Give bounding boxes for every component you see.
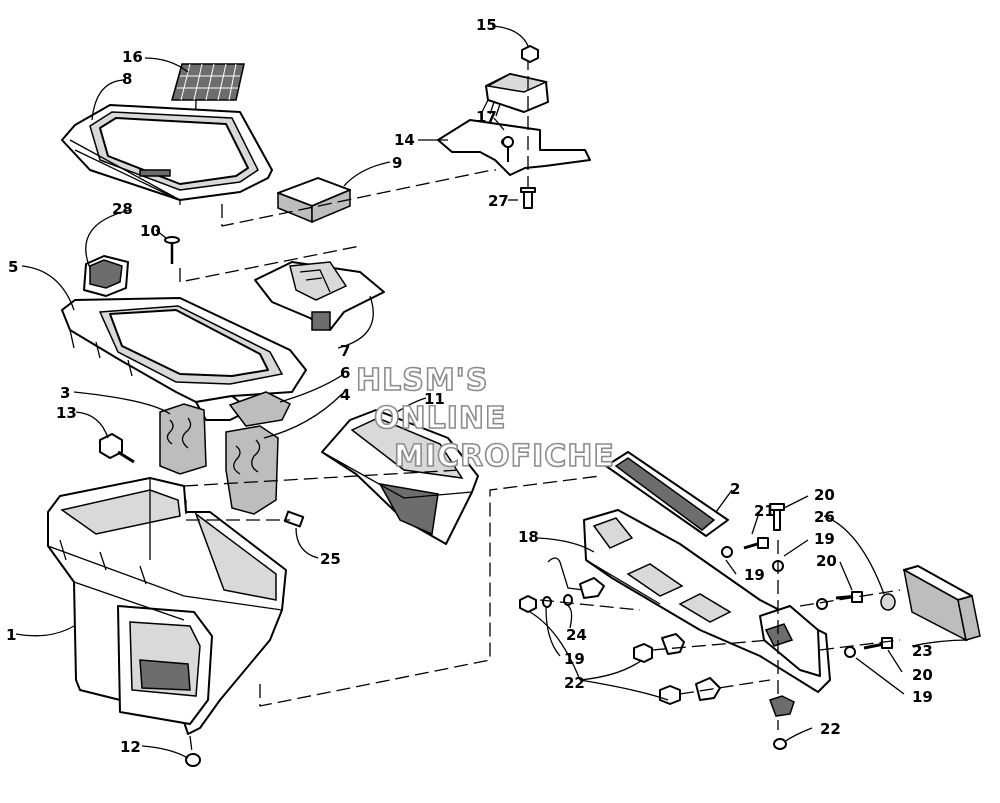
callout-22b: 22 bbox=[820, 720, 841, 738]
part-23-foam bbox=[902, 565, 981, 642]
part-12-drain bbox=[185, 735, 201, 767]
callout-17: 17 bbox=[476, 108, 497, 126]
part-15-nut bbox=[521, 45, 539, 63]
callout-10: 10 bbox=[140, 222, 161, 240]
callout-20b: 20 bbox=[816, 552, 837, 570]
part-13-bolt bbox=[99, 433, 135, 464]
part-10-screw bbox=[164, 236, 180, 264]
part-27-bolt bbox=[520, 187, 536, 209]
callout-15: 15 bbox=[476, 16, 497, 34]
leader-lines bbox=[15, 25, 969, 759]
callout-20a: 20 bbox=[814, 486, 835, 504]
callout-19b: 19 bbox=[744, 566, 765, 584]
part-22-knob bbox=[769, 695, 795, 750]
part-20-bolts bbox=[721, 503, 901, 730]
part-9-foam bbox=[277, 177, 351, 224]
callout-19d: 19 bbox=[912, 688, 933, 706]
callout-7: 7 bbox=[340, 342, 350, 360]
callout-8: 8 bbox=[122, 70, 132, 88]
callout-21: 21 bbox=[754, 502, 775, 520]
part-module bbox=[481, 56, 549, 190]
callout-19c: 19 bbox=[564, 650, 585, 668]
watermark-line-1: HLSM'S bbox=[356, 363, 488, 398]
callout-22a: 22 bbox=[564, 674, 585, 692]
callout-19a: 19 bbox=[814, 530, 835, 548]
part-18-adapter bbox=[583, 509, 831, 693]
callout-2: 2 bbox=[730, 480, 740, 498]
part-14-bracket bbox=[437, 119, 591, 176]
part-25-stud bbox=[283, 510, 305, 528]
callout-16: 16 bbox=[122, 48, 143, 66]
part-6-foam bbox=[228, 391, 292, 427]
assembly-lines bbox=[179, 169, 601, 707]
part-4-foam bbox=[225, 425, 279, 515]
part-7-housing bbox=[254, 261, 385, 331]
callout-18: 18 bbox=[518, 528, 539, 546]
callout-11: 11 bbox=[424, 390, 445, 408]
part-8-lid bbox=[61, 104, 273, 205]
watermark: HLSM'S ONLINE MICROFICHE bbox=[355, 362, 615, 475]
callout-24: 24 bbox=[566, 626, 587, 644]
callout-27: 27 bbox=[488, 192, 509, 210]
part-1-airbox bbox=[47, 477, 287, 735]
callout-13: 13 bbox=[56, 404, 77, 422]
part-17-screw bbox=[502, 136, 514, 162]
callout-9: 9 bbox=[392, 154, 402, 172]
part-3-foam bbox=[159, 403, 207, 475]
watermark-line-2: ONLINE bbox=[374, 401, 507, 436]
part-2-gasket bbox=[605, 451, 729, 537]
callout-26: 26 bbox=[814, 508, 835, 526]
part-5-tray bbox=[61, 297, 307, 421]
callout-12: 12 bbox=[120, 738, 141, 756]
watermark-line-3: MICROFICHE bbox=[394, 439, 615, 474]
callout-23: 23 bbox=[912, 642, 933, 660]
callout-5: 5 bbox=[8, 258, 18, 276]
callout-1: 1 bbox=[6, 626, 16, 644]
callout-25: 25 bbox=[320, 550, 341, 568]
callout-6: 6 bbox=[340, 364, 350, 382]
callout-4: 4 bbox=[340, 386, 350, 404]
part-24-clip bbox=[547, 557, 605, 599]
callout-3: 3 bbox=[60, 384, 70, 402]
callout-labels: 15 16 8 17 14 9 27 28 10 5 7 6 3 4 11 13… bbox=[6, 16, 933, 756]
callout-20c: 20 bbox=[912, 666, 933, 684]
part-28-pad bbox=[83, 255, 129, 297]
callout-14: 14 bbox=[394, 131, 415, 149]
callout-28: 28 bbox=[112, 200, 133, 218]
part-11-duct bbox=[321, 409, 479, 545]
